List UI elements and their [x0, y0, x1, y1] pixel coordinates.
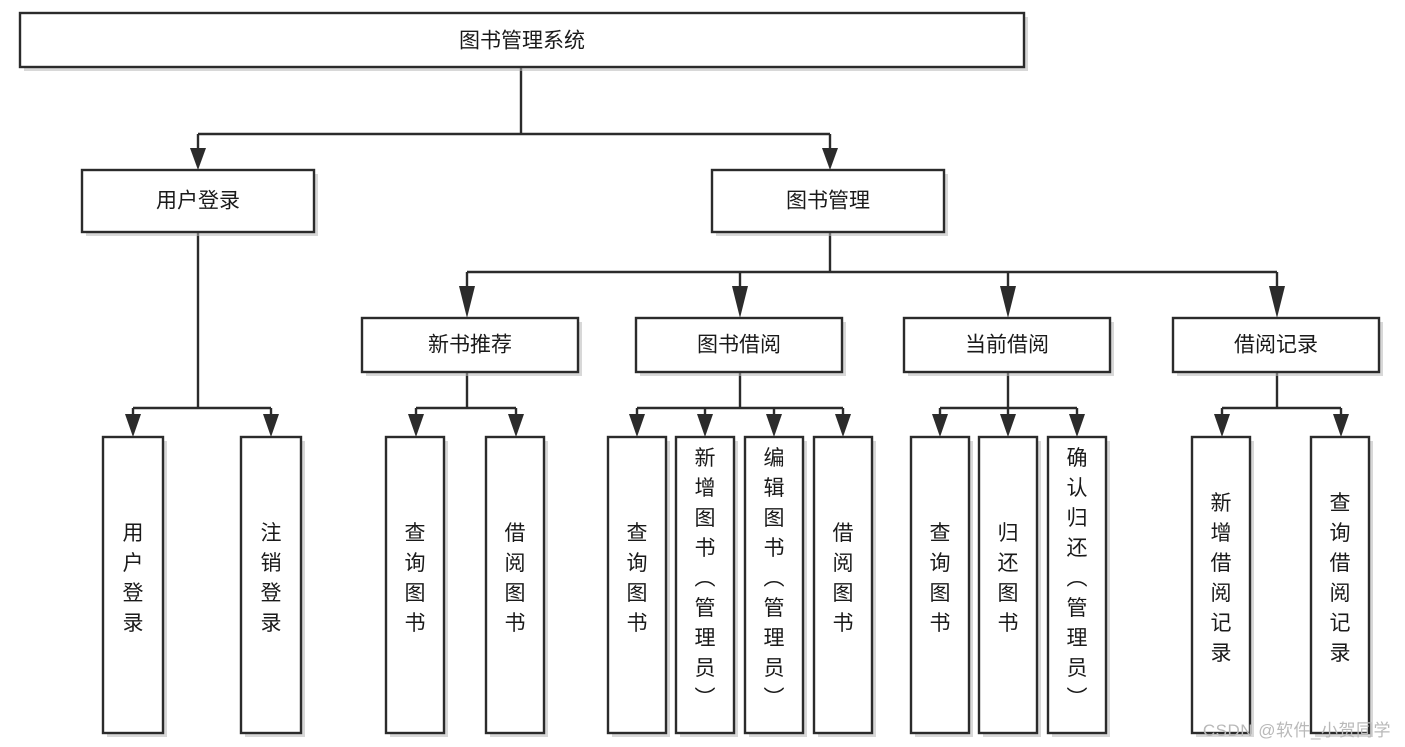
arrowhead-borrowrecord-leaf-2 — [1333, 414, 1349, 437]
arrowhead-leaf-logout — [263, 414, 279, 437]
node-book-manage-label: 图书管理 — [786, 190, 870, 213]
leaf-user-login-logout[interactable]: 注销登录 — [239, 435, 305, 737]
node-new-book-recommend[interactable]: 新书推荐 — [360, 316, 582, 376]
arrowhead-newbook-leaf-2 — [508, 414, 524, 437]
leaf-book-borrow-borrow-label: 借阅图书 — [833, 522, 854, 635]
leaf-user-login-logout-box[interactable] — [239, 435, 303, 735]
arrowhead-book-manage — [822, 148, 838, 170]
arrowhead-bookborrow-leaf-4 — [835, 414, 851, 437]
leaf-new-book-borrow-box[interactable] — [484, 435, 546, 735]
node-new-book-recommend-label: 新书推荐 — [428, 334, 512, 357]
leaf-new-book-query-box[interactable] — [384, 435, 446, 735]
arrowhead-new-book-recommend — [459, 286, 475, 318]
leaf-current-borrow-query-label: 查询图书 — [930, 522, 951, 635]
node-root-system-box[interactable] — [18, 11, 1026, 69]
arrowhead-book-borrow — [732, 286, 748, 318]
leaf-borrow-record-add-box[interactable] — [1190, 435, 1252, 735]
leaf-current-borrow-confirm-return[interactable]: 确认归还︵管理员︶ — [1046, 435, 1110, 737]
arrowhead-currentborrow-leaf-1 — [932, 414, 948, 437]
node-book-borrow[interactable]: 图书借阅 — [634, 316, 846, 376]
connector-layer — [125, 67, 1349, 437]
leaf-current-borrow-return-box[interactable] — [977, 435, 1039, 735]
arrowhead-currentborrow-leaf-3 — [1069, 414, 1085, 437]
leaf-user-login-login[interactable]: 用户登录 — [101, 435, 167, 737]
node-new-book-recommend-box[interactable] — [360, 316, 580, 374]
leaf-user-login-logout-label: 注销登录 — [261, 522, 282, 635]
leaf-book-borrow-query-box[interactable] — [606, 435, 668, 735]
arrowhead-current-borrow — [1000, 286, 1016, 318]
leaf-borrow-record-query-label: 查询借阅记录 — [1330, 492, 1351, 665]
arrowhead-newbook-leaf-1 — [408, 414, 424, 437]
arrowhead-bookborrow-leaf-2 — [697, 414, 713, 437]
leaf-borrow-record-add-label: 新增借阅记录 — [1211, 492, 1232, 665]
leaf-new-book-query[interactable]: 查询图书 — [384, 435, 448, 737]
leaf-current-borrow-query-box[interactable] — [909, 435, 971, 735]
leaf-borrow-record-query[interactable]: 查询借阅记录 — [1309, 435, 1373, 737]
leaf-current-borrow-confirm-return-box[interactable] — [1046, 435, 1108, 735]
node-book-borrow-label: 图书借阅 — [697, 334, 781, 357]
node-root-system-label: 图书管理系统 — [459, 30, 585, 53]
arrowhead-leaf-user-login — [125, 414, 141, 437]
leaf-book-borrow-edit[interactable]: 编辑图书︵管理员︶ — [743, 435, 807, 737]
leaf-new-book-borrow[interactable]: 借阅图书 — [484, 435, 548, 737]
leaf-new-book-borrow-label: 借阅图书 — [505, 522, 526, 635]
arrowhead-bookborrow-leaf-1 — [629, 414, 645, 437]
leaf-book-borrow-edit-box[interactable] — [743, 435, 805, 735]
leaf-book-borrow-add[interactable]: 新增图书︵管理员︶ — [674, 435, 738, 737]
leaf-book-borrow-edit-label: 编辑图书︵管理员︶ — [764, 447, 785, 710]
node-borrow-record-label: 借阅记录 — [1234, 334, 1318, 357]
leaf-current-borrow-return-label: 归还图书 — [998, 522, 1019, 635]
leaf-book-borrow-add-box[interactable] — [674, 435, 736, 735]
csdn-watermark: CSDN @软件_小贺同学 — [1202, 721, 1391, 740]
node-user-login[interactable]: 用户登录 — [80, 168, 318, 236]
leaf-book-borrow-query[interactable]: 查询图书 — [606, 435, 670, 737]
leaf-current-borrow-confirm-return-label: 确认归还︵管理员︶ — [1067, 447, 1088, 710]
node-borrow-record[interactable]: 借阅记录 — [1171, 316, 1383, 376]
node-book-borrow-box[interactable] — [634, 316, 844, 374]
leaf-current-borrow-query[interactable]: 查询图书 — [909, 435, 973, 737]
node-user-login-label: 用户登录 — [156, 190, 240, 213]
leaf-new-book-query-label: 查询图书 — [405, 522, 426, 635]
node-user-login-box[interactable] — [80, 168, 316, 234]
leaf-book-borrow-borrow[interactable]: 借阅图书 — [812, 435, 876, 737]
arrowhead-currentborrow-leaf-2 — [1000, 414, 1016, 437]
node-current-borrow-label: 当前借阅 — [965, 334, 1049, 357]
leaf-book-borrow-borrow-box[interactable] — [812, 435, 874, 735]
leaf-book-borrow-add-label: 新增图书︵管理员︶ — [695, 447, 716, 710]
node-current-borrow[interactable]: 当前借阅 — [902, 316, 1114, 376]
node-current-borrow-box[interactable] — [902, 316, 1112, 374]
arrowhead-user-login — [190, 148, 206, 170]
node-book-manage-box[interactable] — [710, 168, 946, 234]
leaf-user-login-login-box[interactable] — [101, 435, 165, 735]
arrowhead-borrow-record — [1269, 286, 1285, 318]
leaf-current-borrow-return[interactable]: 归还图书 — [977, 435, 1041, 737]
leaf-borrow-record-query-box[interactable] — [1309, 435, 1371, 735]
arrowhead-bookborrow-leaf-3 — [766, 414, 782, 437]
node-borrow-record-box[interactable] — [1171, 316, 1381, 374]
leaf-book-borrow-query-label: 查询图书 — [627, 522, 648, 635]
node-root-system[interactable]: 图书管理系统 — [18, 11, 1028, 71]
leaf-borrow-record-add[interactable]: 新增借阅记录 — [1190, 435, 1254, 737]
arrowhead-borrowrecord-leaf-1 — [1214, 414, 1230, 437]
leaf-user-login-login-label: 用户登录 — [123, 522, 144, 635]
node-book-manage[interactable]: 图书管理 — [710, 168, 948, 236]
